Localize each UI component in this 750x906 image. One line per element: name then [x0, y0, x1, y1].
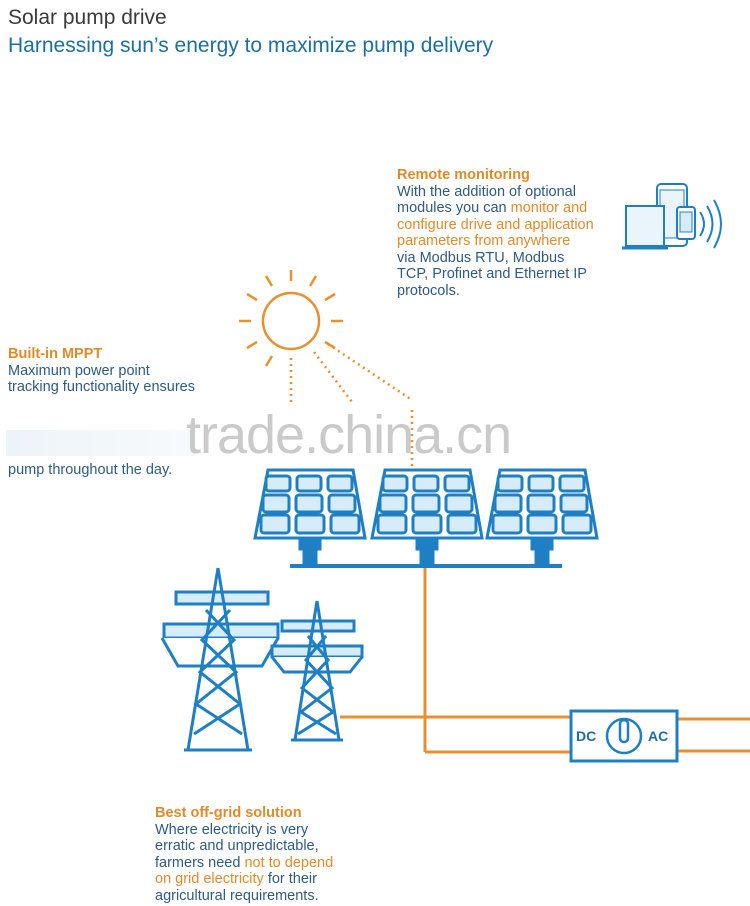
offgrid-text: farmers need: [155, 854, 245, 871]
offgrid-text: for their: [263, 871, 317, 887]
mppt-line: tracking functionality ensures: [8, 379, 195, 395]
mppt-line: Maximum power point: [8, 362, 150, 379]
remote-highlight: parameters from anywhere: [397, 233, 571, 249]
offgrid-line: farmers need not to depend: [155, 855, 333, 872]
remote-line: With the addition of optional: [397, 183, 576, 200]
pylon-small-icon: [270, 600, 364, 742]
offgrid-heading: Best off-grid solution: [155, 805, 302, 821]
page-subtitle: Harnessing sun’s energy to maximize pump…: [8, 34, 494, 57]
offgrid-line: erratic and unpredictable,: [155, 838, 319, 854]
remote-line: via Modbus RTU, Modbus: [397, 249, 565, 266]
solar-panel-array: [253, 468, 599, 568]
remote-highlight: monitor and: [510, 200, 588, 216]
remote-monitoring-heading: Remote monitoring: [397, 167, 530, 183]
remote-line: modules you can monitor and: [397, 200, 594, 217]
ac-label: AC: [648, 728, 669, 744]
obscured-text-area: [6, 430, 196, 456]
pylon-large-icon: [160, 567, 280, 752]
wiring: [340, 566, 750, 754]
mppt-heading: Built-in MPPT: [8, 346, 103, 362]
offgrid-highlight: on grid electricity: [155, 871, 264, 887]
remote-highlight: configure drive and application: [397, 216, 594, 233]
offgrid-block: Best off-grid solution Where electricity…: [155, 805, 333, 904]
sun-icon: [239, 270, 343, 367]
mppt-line: pump throughout the day.: [8, 462, 173, 478]
offgrid-line: agricultural requirements.: [155, 887, 319, 904]
monitoring-devices-icon: [622, 183, 722, 250]
solar-panel: [485, 468, 599, 565]
dc-label: DC: [576, 728, 597, 744]
remote-text: modules you can: [397, 200, 511, 216]
offgrid-line: Where electricity is very: [155, 821, 309, 838]
remote-line: TCP, Profinet and Ethernet IP: [397, 266, 587, 282]
offgrid-highlight: not to depend: [244, 854, 334, 871]
mppt-block: Built-in MPPT Maximum power point tracki…: [8, 346, 195, 396]
solar-panel: [253, 468, 367, 565]
offgrid-line: on grid electricity for their: [155, 871, 333, 888]
dc-ac-drive: [569, 709, 679, 763]
watermark: trade.china.cn: [186, 405, 512, 465]
remote-line: protocols.: [397, 282, 460, 299]
sun-rays: [289, 342, 414, 468]
solar-panel: [370, 468, 484, 565]
remote-monitoring-block: Remote monitoring With the addition of o…: [397, 167, 594, 299]
page-title: Solar pump drive: [8, 6, 167, 29]
